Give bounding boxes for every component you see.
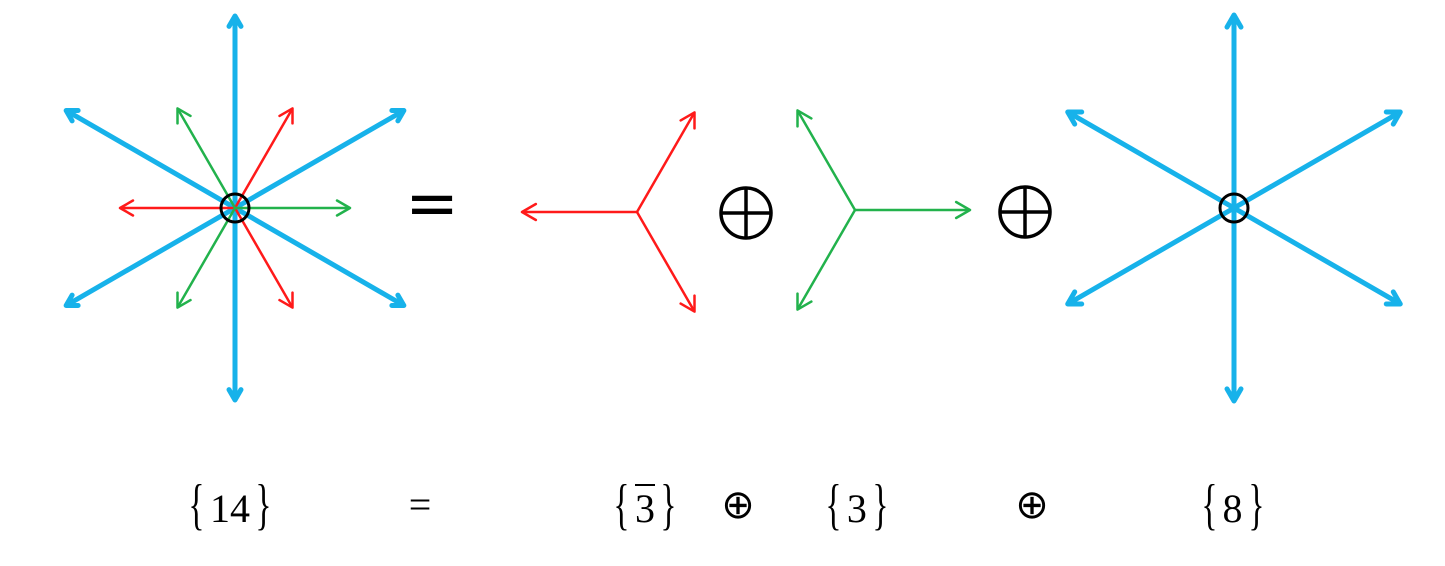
rep14-green-arrow-2 xyxy=(177,206,237,308)
brace-close: } xyxy=(255,473,272,536)
label-rep-3bar: {3} xyxy=(605,470,685,540)
weight-diagram-8 xyxy=(1065,12,1403,404)
rep14-red-arrow-1-head xyxy=(278,107,294,125)
rep14-blue-arrow-1-head xyxy=(389,108,407,124)
equals-text: = xyxy=(408,482,432,527)
rep3-green-arrow-2 xyxy=(797,208,857,310)
rep8-blue-arrow-3-head xyxy=(1224,386,1244,404)
oplus-symbol-top-1 xyxy=(719,186,773,240)
rep8-blue-arrow-1-head xyxy=(1383,109,1403,127)
rep14-red-arrow-2 xyxy=(233,206,293,308)
weight-diagram-3bar xyxy=(520,111,696,313)
rep8-blue-arrow-2-head xyxy=(1383,289,1403,307)
rep3bar-red-arrow-0-head xyxy=(520,202,538,222)
rep-14-text: 14 xyxy=(210,485,250,531)
oplus-symbol-top-2 xyxy=(998,185,1052,239)
rep8-blue-arrow-2 xyxy=(1231,205,1401,305)
rep8-blue-arrow-4-head xyxy=(1065,289,1085,307)
rep3-green-arrow-1 xyxy=(797,110,857,212)
rep8-blue-arrow-1 xyxy=(1231,111,1401,211)
brace-close: } xyxy=(1247,473,1265,536)
rep14-blue-arrow-2 xyxy=(232,205,404,307)
rep14-blue-arrow-3-head xyxy=(226,387,244,403)
rep-3-text: 3 xyxy=(846,485,867,531)
rep14-blue-arrow-1 xyxy=(232,109,404,211)
brace-open: { xyxy=(1200,473,1218,536)
rep8-blue-arrow-5 xyxy=(1067,111,1237,211)
rep14-green-arrow-1 xyxy=(177,108,237,210)
rep14-blue-arrow-4 xyxy=(66,205,238,307)
brace-close: } xyxy=(660,473,677,536)
rep-3bar-text: 3 xyxy=(635,485,655,531)
label-oplus-2: ⊕ xyxy=(1012,470,1052,540)
rep8-blue-arrow-0-head xyxy=(1224,12,1244,30)
rep8-center-circle xyxy=(1218,192,1250,224)
rep14-blue-arrow-2-head xyxy=(389,292,407,308)
rep3-green-arrow-1-head xyxy=(796,109,813,128)
equals-sign-top: = xyxy=(405,167,459,241)
rep3-green-arrow-0-head xyxy=(954,200,972,220)
rep14-red-arrow-1 xyxy=(233,108,293,210)
brace-open: { xyxy=(825,473,842,536)
label-oplus-1: ⊕ xyxy=(718,470,758,540)
brace-open: { xyxy=(188,473,205,536)
rep3-green-arrow-2-head xyxy=(796,292,813,311)
rep14-blue-arrow-4-head xyxy=(63,292,81,308)
rep8-blue-arrow-4 xyxy=(1067,205,1237,305)
oplus-text-1: ⊕ xyxy=(721,482,755,527)
rep14-blue-arrow-5 xyxy=(66,109,238,211)
rep8-blue-arrow-5-head xyxy=(1065,109,1085,127)
rep14-blue-arrow-0-head xyxy=(226,13,244,29)
brace-close: } xyxy=(872,473,889,536)
rep3bar-red-arrow-2-head xyxy=(679,294,696,313)
label-rep-8: {8} xyxy=(1195,470,1270,540)
rep14-center-circle xyxy=(219,192,251,224)
weight-diagram-14 xyxy=(63,13,407,403)
weight-diagram-3 xyxy=(796,109,972,311)
label-rep-3: {3} xyxy=(820,470,890,540)
rep3bar-red-arrow-1 xyxy=(635,112,695,214)
rep3bar-red-arrow-2 xyxy=(635,210,695,312)
rep3bar-red-arrow-1-head xyxy=(679,111,696,130)
brace-open: { xyxy=(613,473,630,536)
rep14-green-arrow-0-head xyxy=(335,199,352,217)
oplus-text-2: ⊕ xyxy=(1015,482,1049,527)
rep-8-text: 8 xyxy=(1222,485,1243,531)
label-equals: = xyxy=(400,470,440,540)
rep14-blue-arrow-5-head xyxy=(63,108,81,124)
rep14-red-arrow-2-head xyxy=(278,291,294,309)
label-rep-14: {14} xyxy=(180,470,280,540)
rep14-green-arrow-2-head xyxy=(176,291,192,309)
rep14-green-arrow-1-head xyxy=(176,107,192,125)
rep14-red-arrow-0-head xyxy=(118,199,135,217)
